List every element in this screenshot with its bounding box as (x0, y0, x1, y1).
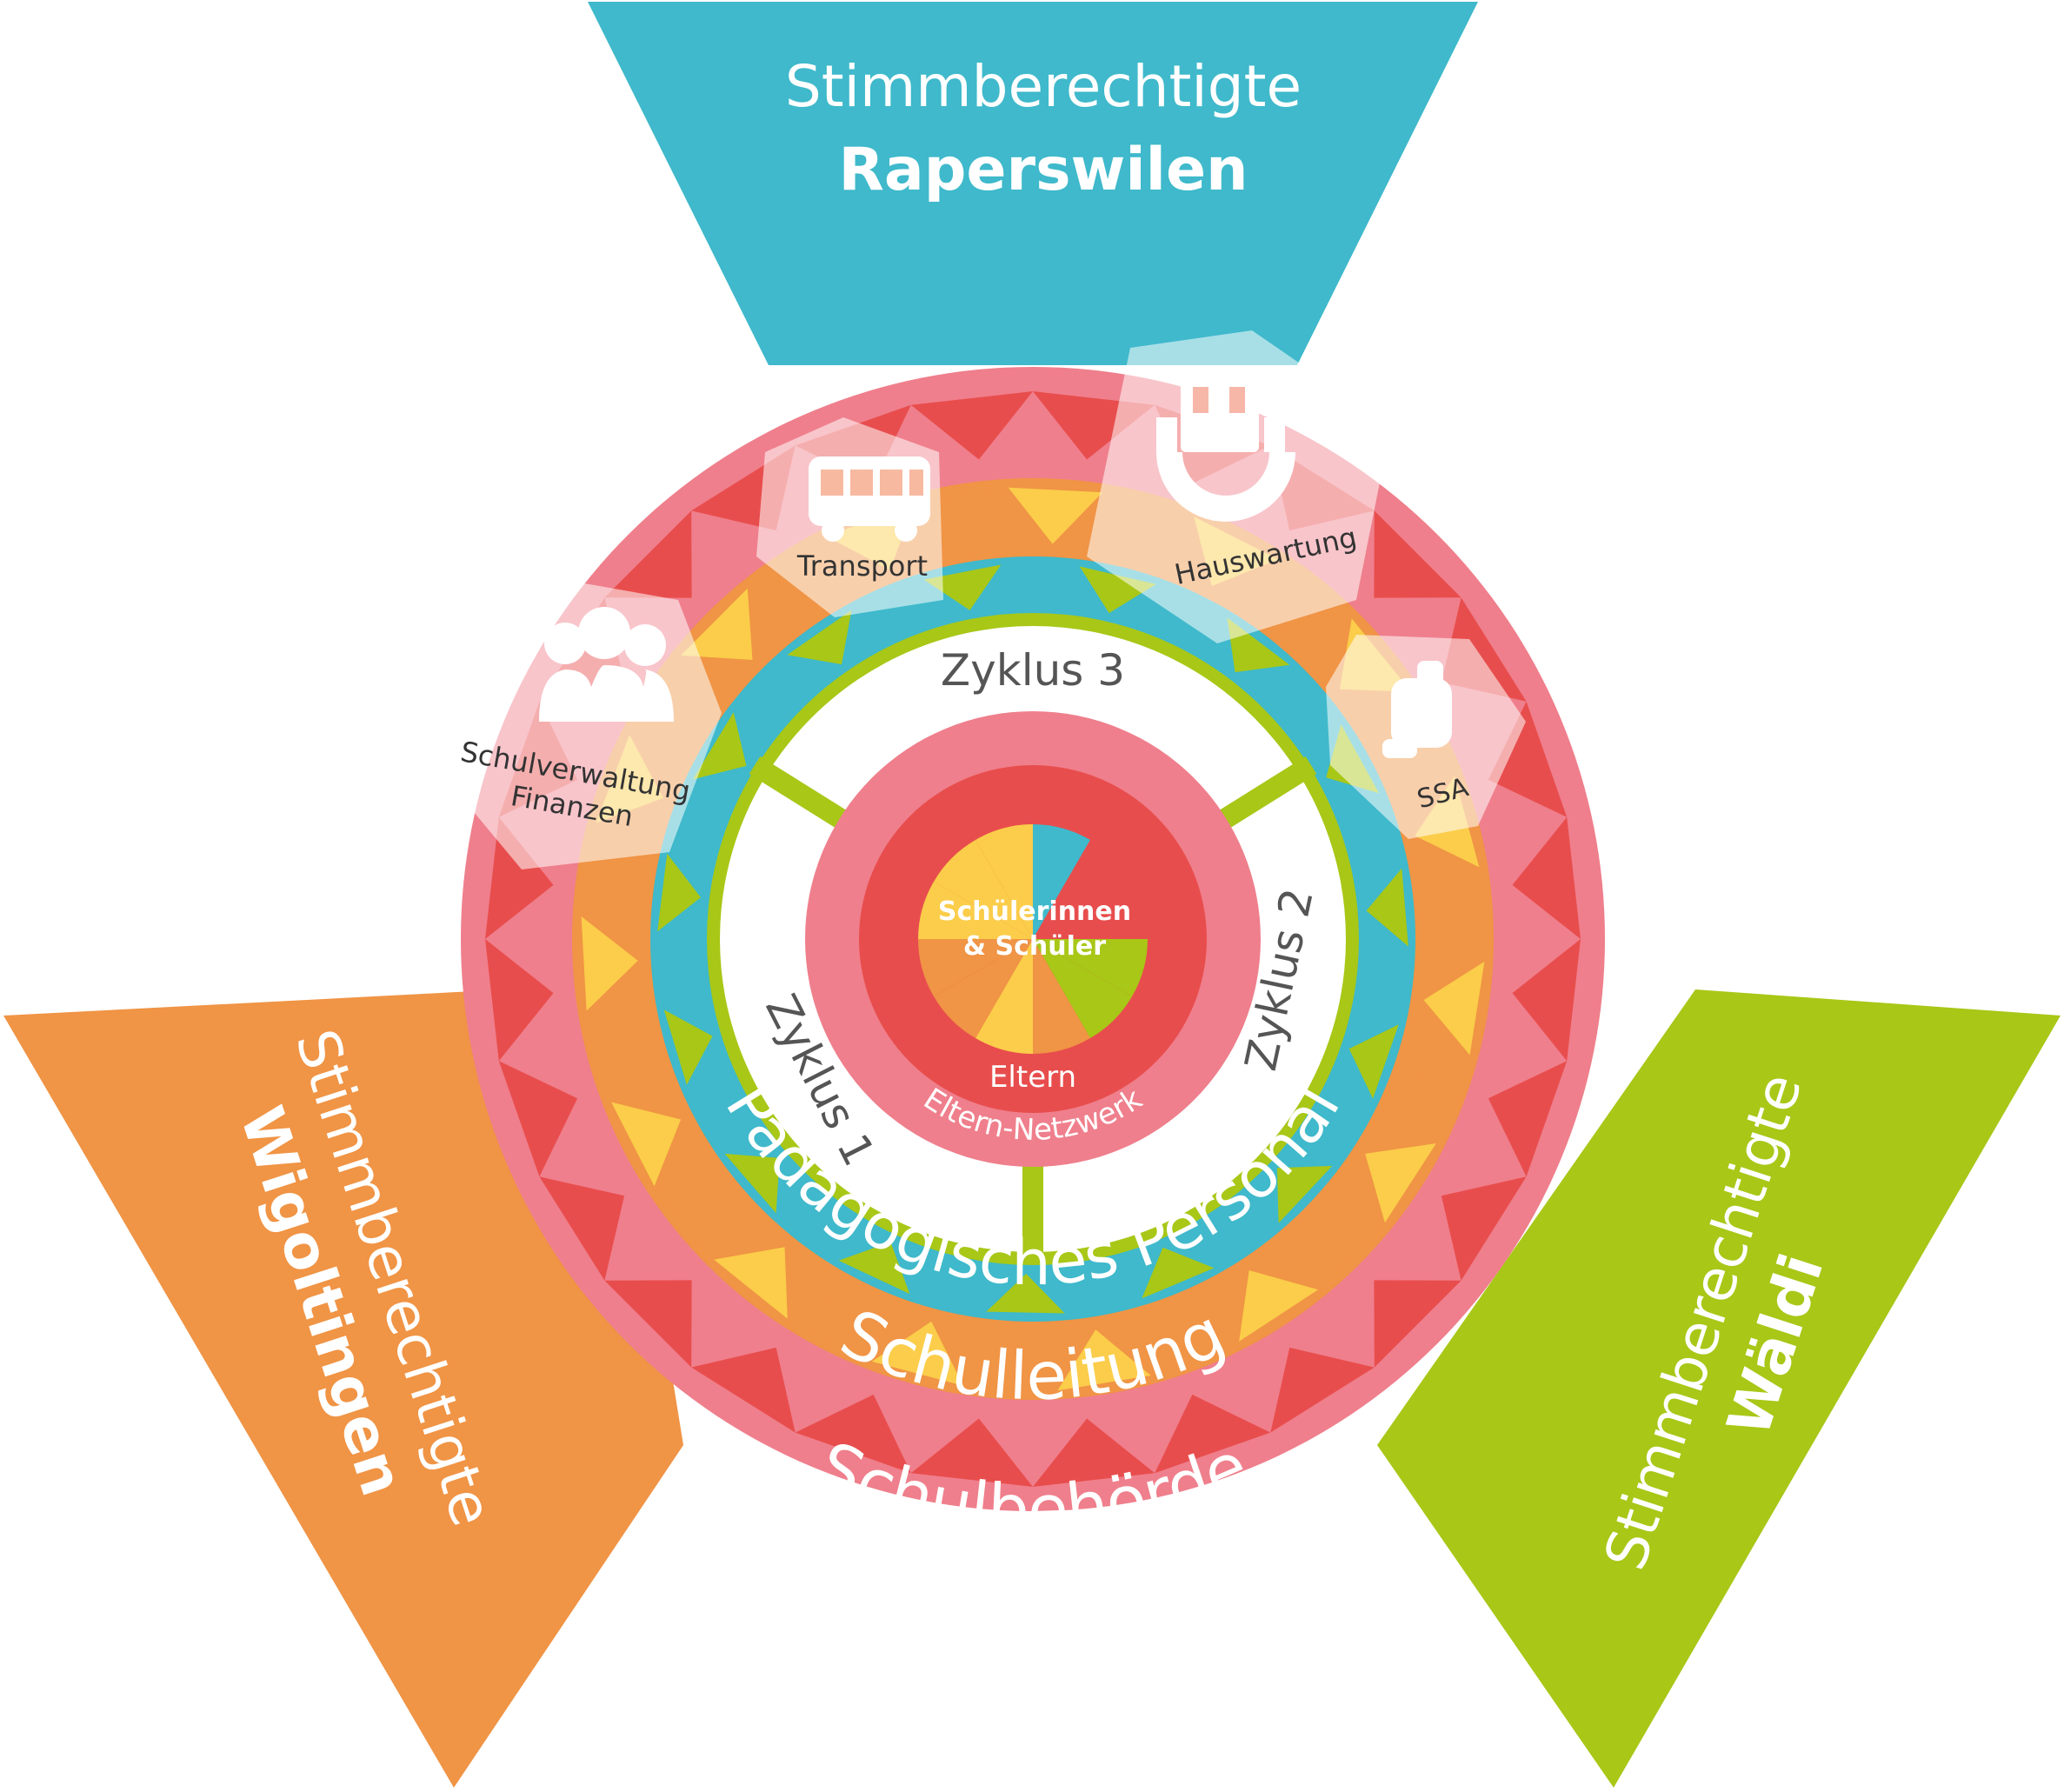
ring-triangle (1441, 1176, 1527, 1281)
ring-triangle (1353, 793, 1402, 869)
ring-triangle (604, 510, 692, 598)
ring-triangle (681, 588, 753, 660)
ring-triangle (923, 564, 1002, 610)
service-schulverwaltung: Schulverwaltung Finanzen (435, 574, 722, 869)
ring-triangle (1033, 1418, 1155, 1487)
people-icon (539, 607, 674, 722)
ring-triangle (1001, 564, 1080, 605)
ring-triangle (787, 1291, 872, 1362)
raperswilen-line2: Raperswilen (838, 136, 1248, 204)
ring-triangle (1348, 1024, 1399, 1099)
ring-triangle (733, 655, 789, 713)
ring-triangle (1488, 701, 1568, 817)
ring-triangle (795, 1394, 911, 1474)
ring-triangle (1366, 868, 1408, 947)
ring-triangle (1374, 510, 1461, 598)
ring-triangle (1008, 487, 1103, 544)
voter-triangle-raperswilen (588, 2, 1478, 365)
ring-triangle (1064, 1268, 1142, 1314)
transport-label: Transport (796, 550, 928, 583)
ring-triangle (787, 610, 852, 665)
ring-triangle (1428, 867, 1485, 962)
ring-triangle (1057, 1329, 1151, 1391)
service-hauswartung: Hauswartung (1087, 330, 1391, 643)
ring-triangle (611, 1102, 682, 1187)
ring-triangle (1155, 1394, 1271, 1474)
ring-triangle (776, 1205, 839, 1261)
ring-triangle (1214, 1213, 1279, 1269)
ring-triangle (485, 816, 554, 939)
ring-triangle (1150, 1308, 1240, 1376)
ring-triangle (1239, 1270, 1319, 1342)
ring-triangle (1319, 1098, 1374, 1166)
ring-triangle (910, 1418, 1033, 1487)
ring-triangle (1488, 1061, 1568, 1177)
ring-triangle (910, 391, 1033, 460)
zyklus-3-label: Zyklus 3 (941, 645, 1125, 696)
ring-triangle (1423, 962, 1485, 1056)
ring-triangle (1512, 939, 1581, 1062)
ring-triangle (1276, 1165, 1333, 1223)
ring-triangle (986, 1273, 1065, 1314)
ring-triangle (871, 1321, 963, 1386)
students-label-line1: Schülerinnen (938, 896, 1131, 927)
ring-triangle (714, 1247, 788, 1319)
ring-triangle (539, 1176, 625, 1281)
ring-triangle (686, 1084, 740, 1154)
bus-icon (809, 456, 930, 542)
ring-triangle (691, 1347, 796, 1433)
ring-triangle (667, 779, 717, 854)
building-gear-icon (1156, 374, 1295, 522)
ring-triangle (1365, 946, 1408, 1025)
ring-triangle (692, 712, 747, 780)
ring-triangle (1079, 566, 1156, 614)
students-pie (918, 824, 1148, 1054)
ring-triangle (498, 1061, 578, 1177)
ring-triangle (657, 853, 701, 932)
students-label-line2: & Schüler (963, 931, 1106, 962)
ring-triangle (485, 939, 554, 1062)
service-transport: Transport (756, 417, 943, 617)
ring-triangle (604, 1280, 692, 1368)
ring-triangle (838, 1242, 910, 1295)
ring-triangle (1142, 1247, 1215, 1299)
service-ssa: SSA (1326, 635, 1526, 839)
voter-triangle-wigoltingen (3, 984, 683, 1788)
ring-triangle (1402, 1055, 1470, 1143)
voter-triangle-waeldi (1377, 989, 2061, 1788)
ring-triangle (1374, 1280, 1461, 1368)
ring-triangle (1313, 1218, 1385, 1290)
ring-triangle (1512, 816, 1581, 939)
ring-triangle (654, 1186, 727, 1260)
ring-triangle (1365, 1143, 1436, 1223)
ring-triangle (909, 1264, 987, 1312)
ring-triangle (1270, 1347, 1375, 1433)
eltern-label: Eltern (989, 1060, 1076, 1095)
ring-triangle (724, 1153, 780, 1214)
ring-triangle (962, 1334, 1058, 1391)
raperswilen-line1: Stimmberechtigte (785, 53, 1302, 120)
ring-triangle (586, 1010, 651, 1103)
ring-triangle (581, 916, 638, 1011)
hand-icon (1382, 661, 1452, 758)
ring-triangle (657, 931, 700, 1010)
ring-triangle (663, 1009, 713, 1085)
